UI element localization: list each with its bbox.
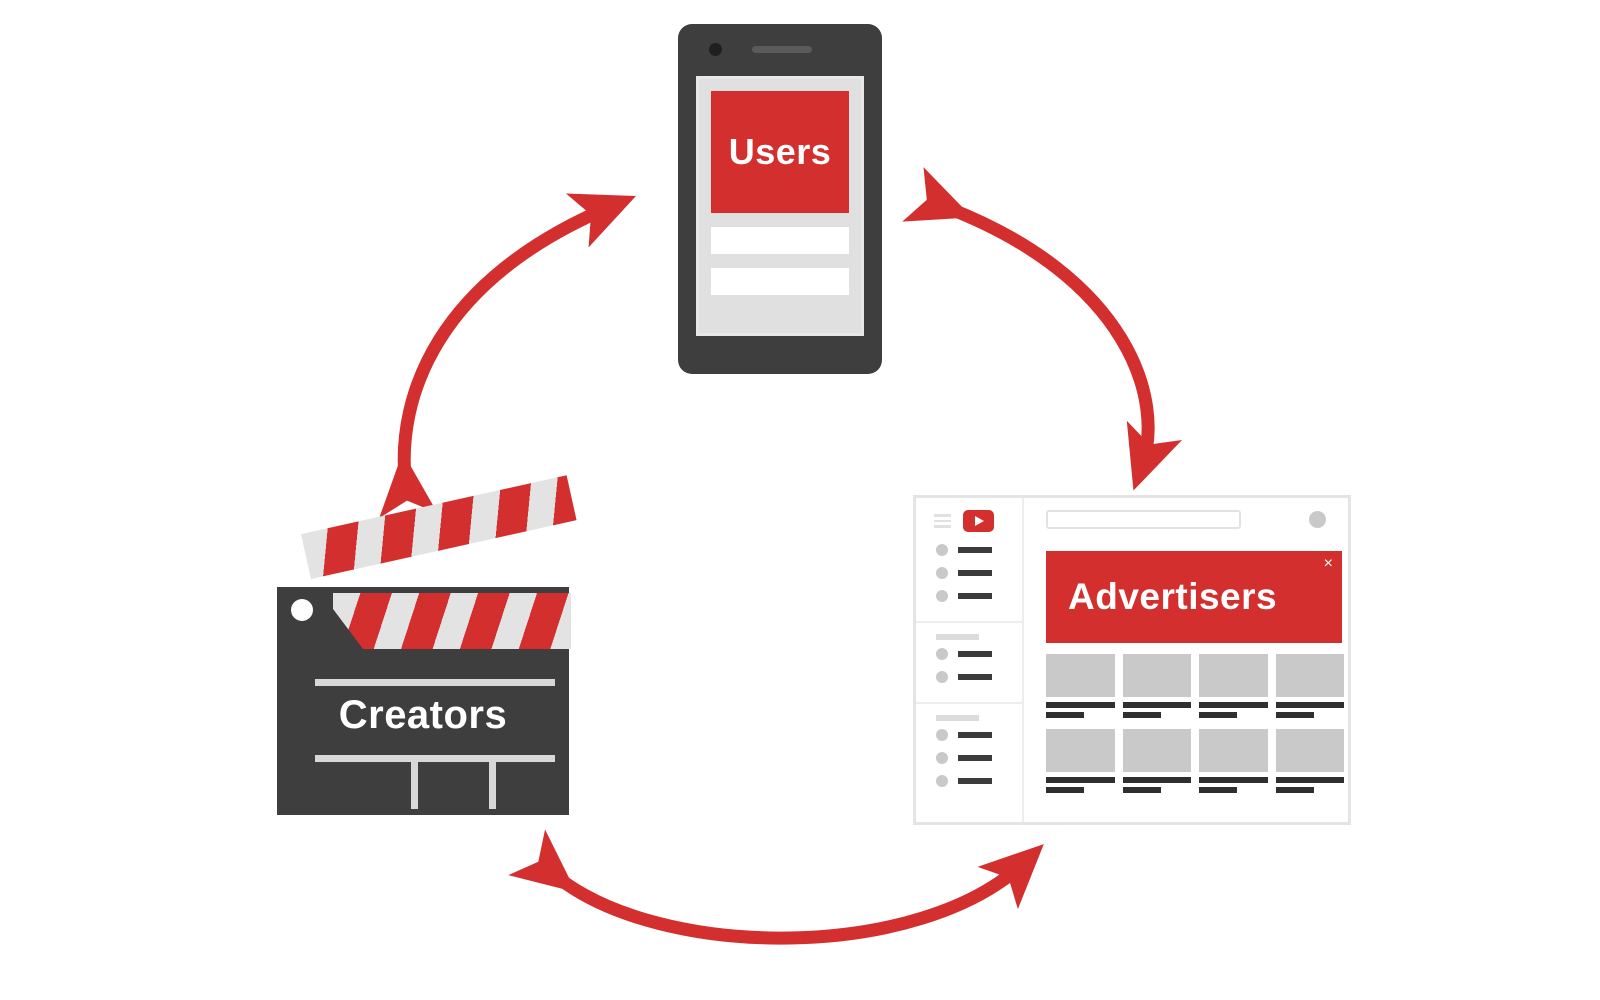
- sidebar-item[interactable]: [936, 671, 1022, 683]
- phone-speaker-icon: [752, 46, 812, 53]
- sidebar-item[interactable]: [936, 567, 1022, 579]
- video-row: [1046, 729, 1344, 793]
- video-thumbnail: [1199, 729, 1268, 772]
- sidebar-item-label: [958, 732, 992, 738]
- video-card[interactable]: [1199, 729, 1268, 793]
- clapper-stripes-lower: [333, 593, 571, 649]
- video-grid: [1046, 654, 1344, 793]
- video-title-line: [1122, 777, 1191, 783]
- avatar[interactable]: [1309, 511, 1326, 528]
- sidebar-dot-icon: [936, 544, 948, 556]
- browser-topbar: [1024, 498, 1348, 544]
- video-thumbnail: [1046, 654, 1115, 697]
- video-card[interactable]: [1046, 729, 1115, 793]
- video-meta-line: [1199, 712, 1238, 718]
- sidebar-dot-icon: [936, 752, 948, 764]
- video-thumbnail: [1275, 654, 1344, 697]
- clapper-rule-top: [315, 679, 555, 686]
- video-card[interactable]: [1122, 654, 1191, 718]
- arrow-creators-advertisers: [508, 829, 1044, 945]
- phone-screen: Users: [696, 76, 864, 336]
- clapper-tick: [489, 761, 496, 809]
- clapper-pivot-hole-icon: [291, 599, 313, 621]
- clapper-rule-bottom: [315, 755, 555, 762]
- video-meta-line: [1046, 712, 1085, 718]
- video-thumbnail: [1122, 654, 1191, 697]
- browser-sidebar: [916, 498, 1024, 822]
- sidebar-item[interactable]: [936, 775, 1022, 787]
- sidebar-dot-icon: [936, 567, 948, 579]
- video-meta-line: [1199, 787, 1238, 793]
- sidebar-group-header: [936, 715, 979, 721]
- sidebar-item[interactable]: [936, 648, 1022, 660]
- sidebar-group: [916, 544, 1022, 623]
- phone-camera-icon: [709, 43, 722, 56]
- video-card[interactable]: [1199, 654, 1268, 718]
- node-users[interactable]: Users: [678, 24, 882, 374]
- sidebar-group: [916, 634, 1022, 704]
- video-card[interactable]: [1275, 654, 1344, 718]
- video-meta-line: [1046, 787, 1085, 793]
- sidebar-item-label: [958, 547, 992, 553]
- video-meta-line: [1122, 712, 1161, 718]
- arrow-users-advertisers: [902, 167, 1182, 491]
- video-title-line: [1275, 777, 1344, 783]
- video-thumbnail: [1122, 729, 1191, 772]
- video-row: [1046, 654, 1344, 718]
- sidebar-dot-icon: [936, 590, 948, 602]
- users-label-card: Users: [711, 91, 849, 213]
- video-title-line: [1199, 702, 1268, 708]
- sidebar-dot-icon: [936, 775, 948, 787]
- sidebar-dot-icon: [936, 729, 948, 741]
- sidebar-item[interactable]: [936, 729, 1022, 741]
- sidebar-group: [916, 715, 1022, 806]
- advertisers-banner[interactable]: Advertisers ×: [1046, 551, 1342, 643]
- video-thumbnail: [1046, 729, 1115, 772]
- close-icon[interactable]: ×: [1323, 555, 1333, 572]
- video-title-line: [1046, 777, 1115, 783]
- video-thumbnail: [1275, 729, 1344, 772]
- sidebar-item-label: [958, 593, 992, 599]
- sidebar-item[interactable]: [936, 544, 1022, 556]
- video-card[interactable]: [1046, 654, 1115, 718]
- sidebar-dot-icon: [936, 648, 948, 660]
- video-meta-line: [1275, 712, 1314, 718]
- node-creators[interactable]: Creators: [275, 475, 595, 815]
- clapper-stripes-upper-arm: [301, 475, 577, 579]
- sidebar-item-label: [958, 755, 992, 761]
- users-label: Users: [728, 131, 832, 172]
- search-input[interactable]: [1046, 510, 1241, 529]
- video-title-line: [1275, 702, 1344, 708]
- browser-content: Advertisers ×: [1024, 544, 1348, 822]
- video-thumbnail: [1199, 654, 1268, 697]
- video-title-line: [1046, 702, 1115, 708]
- sidebar-item-label: [958, 570, 992, 576]
- sidebar-item-label: [958, 651, 992, 657]
- hamburger-menu-icon[interactable]: [934, 514, 951, 528]
- video-card[interactable]: [1122, 729, 1191, 793]
- video-card[interactable]: [1275, 729, 1344, 793]
- sidebar-item-label: [958, 674, 992, 680]
- video-meta-line: [1122, 787, 1161, 793]
- youtube-logo-icon[interactable]: [963, 510, 994, 532]
- creators-label: Creators: [338, 693, 508, 737]
- advertisers-label: Advertisers: [1068, 576, 1278, 617]
- node-advertisers[interactable]: Advertisers ×: [913, 495, 1351, 825]
- phone-content-row: [711, 227, 849, 254]
- sidebar-item[interactable]: [936, 590, 1022, 602]
- sidebar-item-label: [958, 778, 992, 784]
- sidebar-group-header: [936, 634, 979, 640]
- video-title-line: [1199, 777, 1268, 783]
- sidebar-item[interactable]: [936, 752, 1022, 764]
- phone-content-row: [711, 268, 849, 295]
- video-title-line: [1122, 702, 1191, 708]
- clapper-tick: [411, 761, 418, 809]
- arrow-users-creators: [379, 193, 636, 519]
- video-meta-line: [1275, 787, 1314, 793]
- sidebar-dot-icon: [936, 671, 948, 683]
